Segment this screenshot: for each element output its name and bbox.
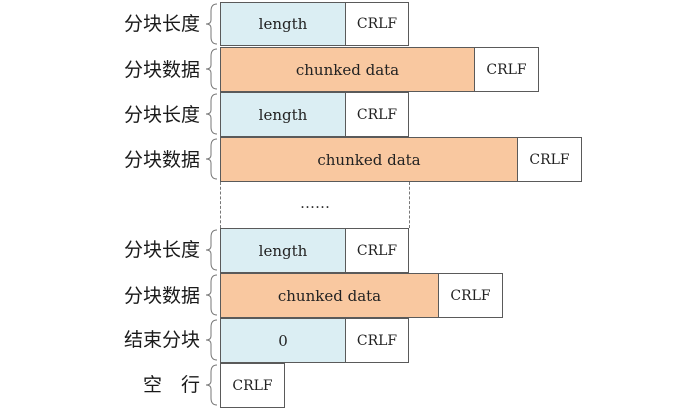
brace-icon (205, 138, 219, 180)
chunked-data-box-1: chunked data (220, 47, 475, 92)
crlf-box-6: CRLF (438, 273, 503, 318)
chunked-data-box-3: chunked data (220, 273, 439, 318)
brace-icon (205, 364, 219, 406)
chunked-data-box-2: chunked data (220, 137, 518, 182)
brace-icon (205, 229, 219, 271)
row-label-end-chunk: 结束分块 (123, 329, 200, 351)
length-box-1: length (220, 2, 346, 46)
dashed-guide-left (220, 182, 221, 228)
crlf-box-2: CRLF (474, 47, 539, 92)
ellipsis: …… (300, 194, 330, 212)
dashed-guide-right (409, 182, 410, 228)
row-label-chunk-length-1: 分块长度 (123, 13, 200, 35)
brace-icon (205, 274, 219, 316)
length-box-3: length (220, 228, 346, 273)
brace-icon (205, 93, 219, 135)
row-label-chunk-length-2: 分块长度 (123, 104, 200, 126)
length-box-2: length (220, 92, 346, 137)
brace-icon (205, 48, 219, 90)
brace-icon (205, 319, 219, 361)
brace-icon (205, 3, 219, 45)
crlf-box-1: CRLF (345, 2, 409, 46)
row-label-chunk-length-3: 分块长度 (123, 239, 200, 261)
crlf-box-8: CRLF (220, 363, 285, 408)
row-label-empty-line: 空 行 (142, 374, 200, 396)
crlf-box-4: CRLF (517, 137, 582, 182)
crlf-box-7: CRLF (345, 318, 409, 363)
row-label-chunk-data-1: 分块数据 (123, 59, 200, 81)
row-label-chunk-data-2: 分块数据 (123, 149, 200, 171)
crlf-box-3: CRLF (345, 92, 409, 137)
row-label-chunk-data-3: 分块数据 (123, 285, 200, 307)
zero-length-box: 0 (220, 318, 346, 363)
crlf-box-5: CRLF (345, 228, 409, 273)
